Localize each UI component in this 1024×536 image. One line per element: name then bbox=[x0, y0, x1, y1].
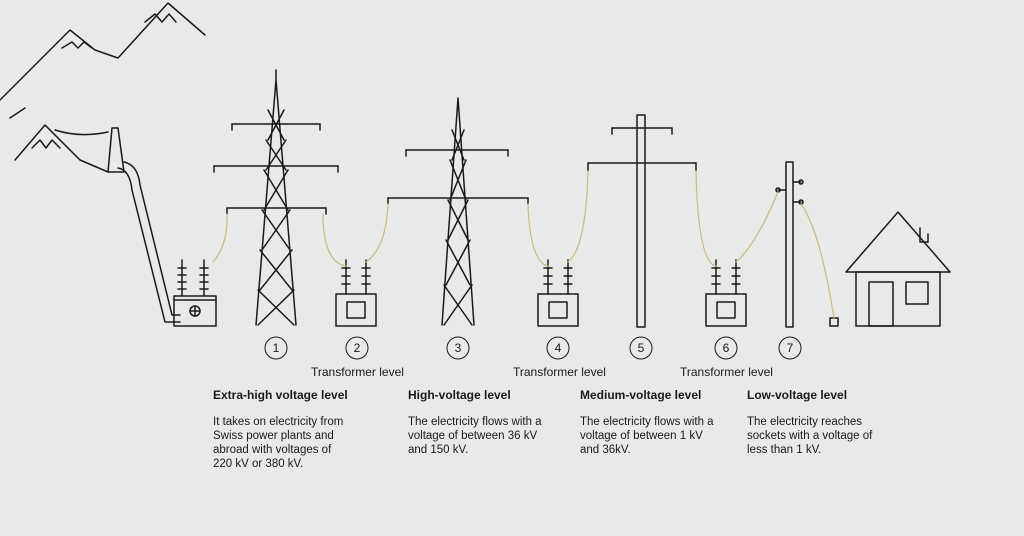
step-number-4: 4 bbox=[554, 341, 562, 355]
step-number-5: 5 bbox=[637, 341, 645, 355]
level-description-low: The electricity reaches sockets with a v… bbox=[747, 416, 873, 456]
transformer-6-illustration bbox=[705, 259, 747, 327]
transformer-label-4: Transformer level bbox=[513, 365, 606, 379]
level-title-extra-high: Extra-high voltage level bbox=[213, 388, 348, 402]
step-7-circle bbox=[778, 336, 802, 360]
low-voltage-pole bbox=[775, 161, 804, 328]
medium-voltage-pole bbox=[587, 114, 697, 328]
level-title-low: Low-voltage level bbox=[747, 388, 848, 402]
transformer-label-2: Transformer level bbox=[311, 365, 404, 379]
generator-transformer-illustration bbox=[173, 259, 217, 327]
step-markers bbox=[264, 336, 802, 360]
extra-high-voltage-tower bbox=[213, 69, 339, 326]
step-2-circle bbox=[345, 336, 369, 360]
mountains-illustration bbox=[0, 2, 206, 173]
step-4-circle bbox=[546, 336, 570, 360]
step-number-3: 3 bbox=[454, 341, 462, 355]
level-description-medium: The electricity flows with a voltage of … bbox=[580, 416, 714, 456]
high-voltage-tower bbox=[387, 97, 529, 326]
step-5-circle bbox=[629, 336, 653, 360]
power-cables bbox=[212, 170, 835, 319]
transformer-4-illustration bbox=[537, 259, 579, 327]
step-number-7: 7 bbox=[786, 341, 794, 355]
step-number-1: 1 bbox=[272, 341, 280, 355]
hydro-dam-illustration bbox=[107, 127, 181, 323]
transformer-2-illustration bbox=[335, 259, 377, 327]
step-1-circle bbox=[264, 336, 288, 360]
step-6-circle bbox=[714, 336, 738, 360]
step-number-2: 2 bbox=[353, 341, 361, 355]
step-number-6: 6 bbox=[722, 341, 730, 355]
level-title-medium: Medium-voltage level bbox=[580, 388, 702, 402]
step-3-circle bbox=[446, 336, 470, 360]
transformer-label-6: Transformer level bbox=[680, 365, 773, 379]
level-title-high: High-voltage level bbox=[408, 388, 511, 402]
level-description-high: The electricity flows with a voltage of … bbox=[408, 416, 542, 456]
house-illustration bbox=[829, 211, 951, 327]
level-description-extra-high: It takes on electricity from Swiss power… bbox=[213, 416, 344, 470]
